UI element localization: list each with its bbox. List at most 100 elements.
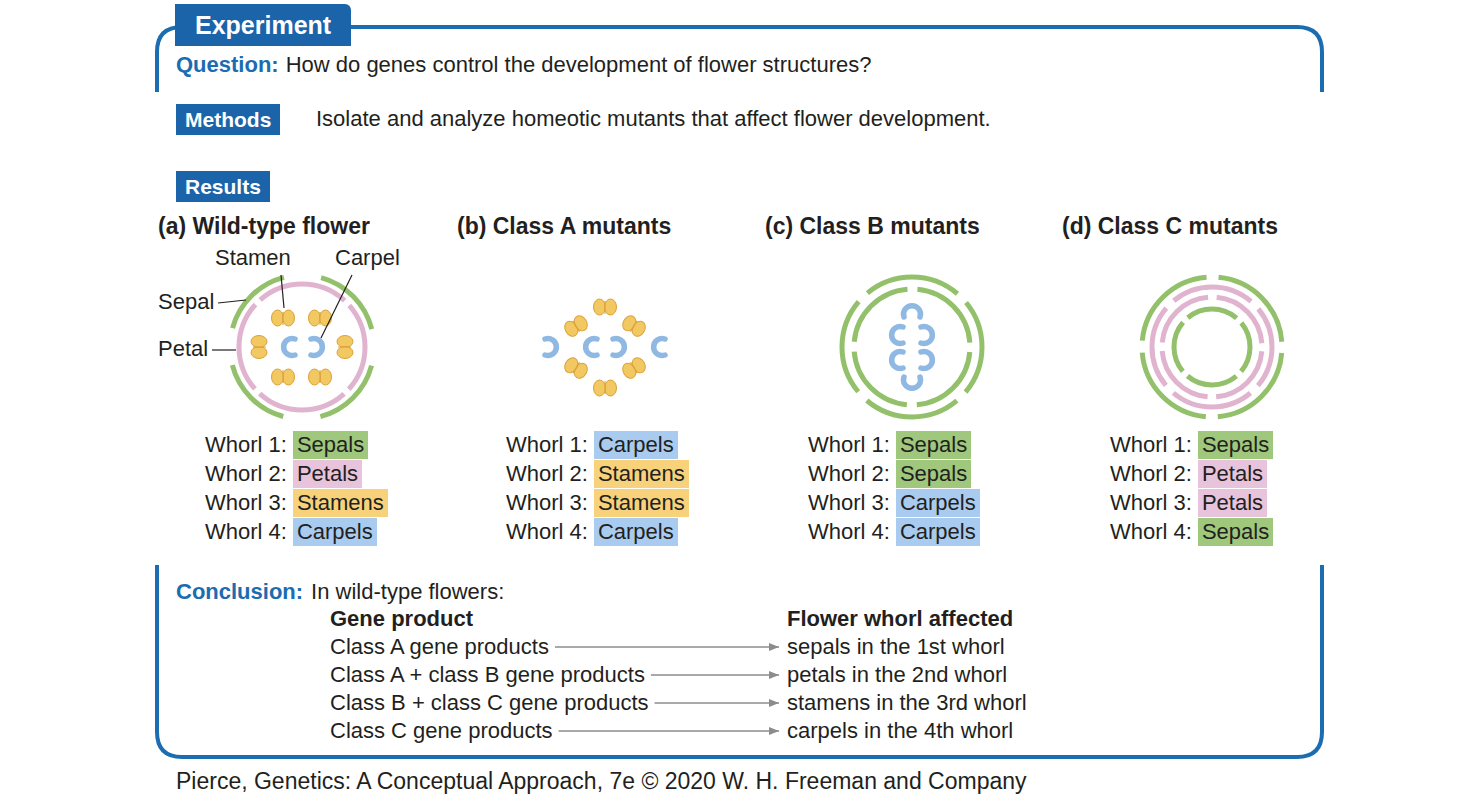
wild-type-flower [309,369,332,385]
whorl-affected: stamens in the 3rd whorl [787,690,1027,716]
class-a-flower [545,339,556,356]
class-a-flower [620,355,648,380]
whorl-label: Whorl 3: [808,490,890,516]
part-label: Carpel [335,245,400,271]
conclusion-arrow [555,646,779,648]
node-text: Carpels [598,519,674,545]
node-text: Sepals [1202,519,1269,545]
class-a-flower [562,355,590,380]
organ-box: Stamens [594,489,689,517]
whorl-label: Whorl 2: [506,461,588,487]
organ-box: Sepals [1198,518,1273,546]
whorl-affected: petals in the 2nd whorl [787,662,1007,688]
node-text: Sepals [297,432,364,458]
wild-type-flower [284,339,295,356]
organ-box: Sepals [896,431,971,459]
organ-box: Stamens [293,489,388,517]
part-label: Petal [158,336,208,362]
node-text: Experiment [195,4,331,46]
organ-box: Petals [1198,460,1267,488]
panel-title: (d) Class C mutants [1062,213,1278,241]
section-tab: Experiment [175,4,351,46]
wild-type-flower [239,284,365,410]
leader-line [281,275,284,308]
node-text: Stamens [297,490,384,516]
organ-box: Carpels [293,518,377,546]
whorl-label: Whorl 4: [808,519,890,545]
part-label: Stamen [215,245,291,271]
class-c-flower [1174,309,1250,385]
wild-type-flower [230,275,374,419]
frame-bottom [157,565,1322,757]
organ-box: Sepals [896,460,971,488]
wild-type-flower [230,275,374,419]
column-header: Gene product [330,606,473,632]
organ-box: Sepals [293,431,368,459]
class-b-flower [904,306,921,317]
node-text: Carpels [900,490,976,516]
part-label: Sepal [158,289,214,315]
whorl-label: Whorl 2: [808,461,890,487]
class-a-flower [594,299,617,315]
organ-box: Petals [1198,489,1267,517]
whorl-label: Whorl 3: [205,490,287,516]
methods-text: Isolate and analyze homeotic mutants tha… [316,106,991,132]
class-a-flower [620,313,648,338]
class-a-flower [586,339,597,356]
conclusion-arrow [655,702,779,704]
whorl-label: Whorl 3: [506,490,588,516]
wild-type-flower [337,336,353,359]
node-text: Petals [1202,461,1263,487]
class-c-flower [1162,297,1262,397]
organ-box: Carpels [896,489,980,517]
whorl-label: Whorl 1: [808,432,890,458]
leader-line [218,300,246,303]
class-b-flower [892,352,903,369]
conclusion-text: In wild-type flowers: [311,579,504,605]
leader-line [212,275,352,350]
organ-box: Petals [293,460,362,488]
conclusion-arrow [559,730,779,732]
question-text: How do genes control the development of … [286,52,872,78]
node-text: Sepals [1202,432,1269,458]
class-b-flower [842,277,982,417]
node-text: Sepals [900,461,967,487]
node-text: Sepals [900,432,967,458]
conclusion-arrow [555,647,779,731]
whorl-affected: sepals in the 1st whorl [787,634,1005,660]
whorl-label: Whorl 4: [506,519,588,545]
whorl-label: Whorl 1: [506,432,588,458]
organ-box: Stamens [594,460,689,488]
gene-product: Class A + class B gene products [330,662,645,688]
node-text: Carpels [297,519,373,545]
wild-type-flower [272,310,295,326]
node-text: Methods [185,104,271,135]
figure-caption: Pierce, Genetics: A Conceptual Approach,… [176,768,1027,796]
organ-box: Carpels [896,518,980,546]
node-text: Petals [297,461,358,487]
node-text: Carpels [900,519,976,545]
class-b-flower [854,289,970,405]
section-label: Conclusion: [176,579,303,605]
panel-title: (b) Class A mutants [457,213,671,241]
class-b-flower [904,377,921,388]
node-text: Petals [1202,490,1263,516]
wild-type-flower [251,336,267,359]
whorl-label: Whorl 1: [205,432,287,458]
class-b-flower [842,277,982,417]
class-c-flower [1152,287,1272,407]
gene-product: Class A gene products [330,634,549,660]
whorl-affected: carpels in the 4th whorl [787,718,1013,744]
column-header: Flower whorl affected [787,606,1013,632]
whorl-label: Whorl 3: [1110,490,1192,516]
class-a-flower [562,313,590,338]
wild-type-flower [311,339,322,356]
organ-box: Carpels [594,431,678,459]
whorl-label: Whorl 2: [205,461,287,487]
class-b-flower [921,327,932,344]
step-tag: Methods [176,104,280,135]
class-a-flower [545,299,665,396]
step-tag: Results [176,171,270,202]
section-label: Question: [176,52,279,78]
